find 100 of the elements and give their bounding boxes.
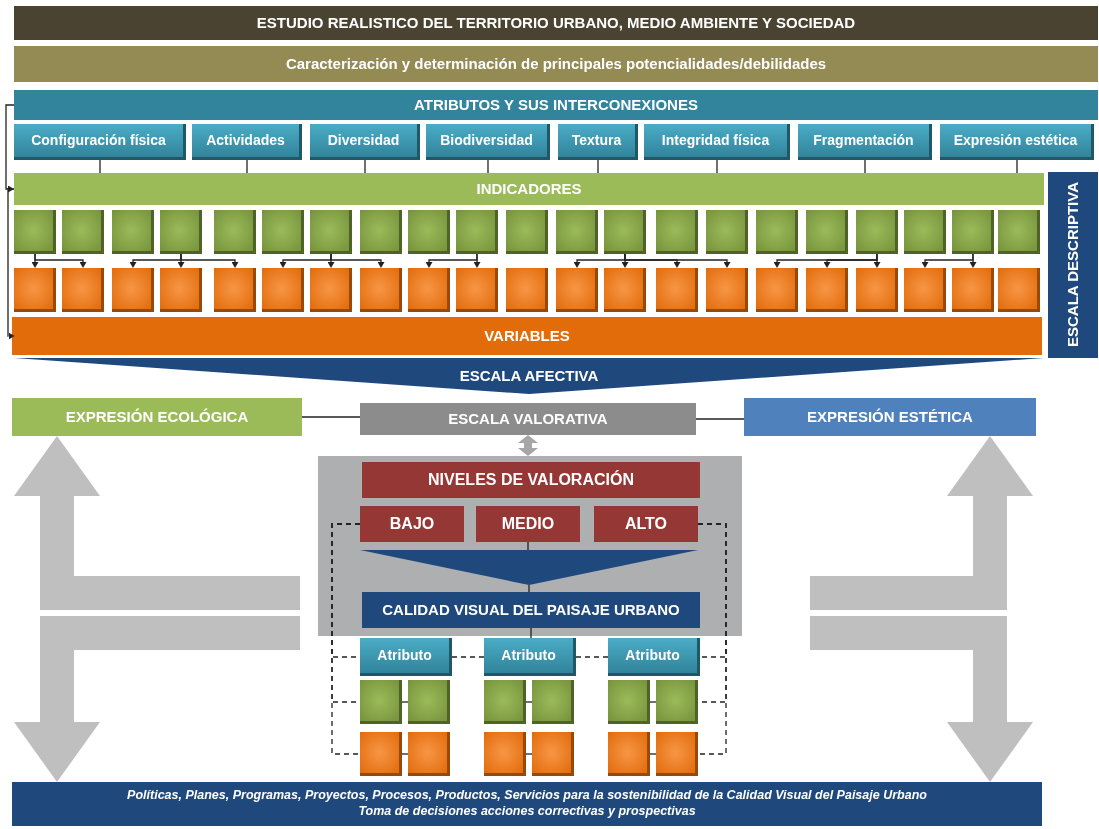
indicator-square [608, 680, 650, 724]
box-label: Atributo [501, 646, 556, 665]
block-arrow [14, 616, 300, 782]
arrow [180, 253, 239, 268]
attribute-box [360, 638, 452, 676]
attribute-tab [192, 124, 302, 160]
indicator-bar [14, 173, 1044, 205]
section-bar [14, 90, 1098, 120]
indicator-square [160, 210, 202, 254]
arrow [873, 253, 881, 268]
box-label: MEDIO [501, 514, 555, 534]
panel-background [318, 456, 742, 636]
expression-bar [12, 398, 302, 436]
arrow [624, 253, 731, 268]
box-label: ESTUDIO REALISTICO DEL TERRITORIO URBANO, MEDIO AMBIENTE Y SOCIEDAD [256, 13, 856, 33]
variable-square [408, 732, 450, 776]
indicator-square [14, 210, 56, 254]
variable-square [556, 268, 598, 312]
vertical-label-bar [1048, 172, 1098, 358]
header-bar [14, 46, 1098, 82]
box-label: Diversidad [327, 131, 400, 150]
connector-line [487, 159, 489, 174]
header-bar [14, 6, 1098, 40]
connector-line [864, 159, 866, 174]
box-label: ESCALA DESCRIPTIVA [1063, 182, 1082, 348]
block-arrow [14, 436, 300, 610]
indicator-square [506, 210, 548, 254]
quality-box [362, 592, 700, 628]
level-box [476, 506, 580, 542]
indicator-square [214, 210, 256, 254]
dashed-line [575, 656, 609, 658]
funnel-label: ESCALA AFECTIVA [459, 367, 599, 386]
indicator-square [532, 680, 574, 724]
box-label: CALIDAD VISUAL DEL PAISAJE URBANO [382, 600, 680, 620]
variable-square [360, 268, 402, 312]
box-label: Atributo [377, 646, 432, 665]
arrow [969, 253, 977, 268]
connector-line [649, 701, 657, 703]
attribute-box [484, 638, 576, 676]
box-label: Textura [571, 131, 622, 150]
box-label: Fragmentación [813, 131, 914, 150]
connector-line [246, 159, 248, 174]
indicator-square [756, 210, 798, 254]
indicator-square [62, 210, 104, 254]
level-box [594, 506, 698, 542]
connector-line [301, 416, 361, 418]
box-label: VARIABLES [484, 326, 570, 346]
variable-square [262, 268, 304, 312]
block-arrow [810, 616, 1033, 782]
box-label: EXPRESIÓN ESTÉTICA [807, 407, 973, 427]
attribute-tab [14, 124, 186, 160]
variable-square [360, 732, 402, 776]
attribute-tab [558, 124, 638, 160]
arrow [330, 253, 385, 268]
connector-line [1016, 159, 1018, 174]
connector-line [401, 701, 409, 703]
box-label: Biodiversidad [440, 131, 533, 150]
attribute-tab [798, 124, 932, 160]
indicator-square [408, 210, 450, 254]
variable-square [952, 268, 994, 312]
attribute-tab [426, 124, 550, 160]
box-label: Expresión estética [953, 131, 1078, 150]
connector-line [649, 753, 657, 755]
connector-line [364, 159, 366, 174]
variable-square [456, 268, 498, 312]
arrow [473, 253, 481, 268]
variable-square [904, 268, 946, 312]
variable-square [112, 268, 154, 312]
connector-line [525, 753, 533, 755]
block-arrow [518, 435, 538, 456]
indicator-square [706, 210, 748, 254]
arrow [7, 188, 15, 340]
indicator-square [262, 210, 304, 254]
indicator-square [360, 210, 402, 254]
dashed-line [451, 656, 485, 658]
dashed-line [331, 523, 361, 755]
level-box [360, 506, 464, 542]
indicator-square [806, 210, 848, 254]
box-label: INDICADORES [476, 179, 582, 199]
box-label: ATRIBUTOS Y SUS INTERCONEXIONES [414, 95, 698, 115]
variable-square [706, 268, 748, 312]
connector-line [528, 584, 530, 593]
scale-box [360, 403, 696, 435]
variable-square [856, 268, 898, 312]
variable-square [998, 268, 1040, 312]
indicator-square [484, 680, 526, 724]
indicator-square [456, 210, 498, 254]
arrow [5, 104, 15, 193]
box-label: BAJO [389, 514, 435, 534]
box-label: Políticas, Planes, Programas, Proyectos, Procesos, Productos, Servicios para la sostenibilidad de la Calidad Visual del Paisaje Urbano [127, 788, 927, 804]
variable-square [608, 732, 650, 776]
variable-square [62, 268, 104, 312]
box-label: Toma de decisiones acciones correctivas y prospectivas [358, 804, 696, 820]
indicator-square [656, 680, 698, 724]
box-label: Actividades [206, 131, 285, 150]
variable-square [160, 268, 202, 312]
indicator-square [310, 210, 352, 254]
connector-line [695, 418, 745, 420]
variable-bar [12, 317, 1042, 355]
box-label: ALTO [624, 514, 668, 534]
